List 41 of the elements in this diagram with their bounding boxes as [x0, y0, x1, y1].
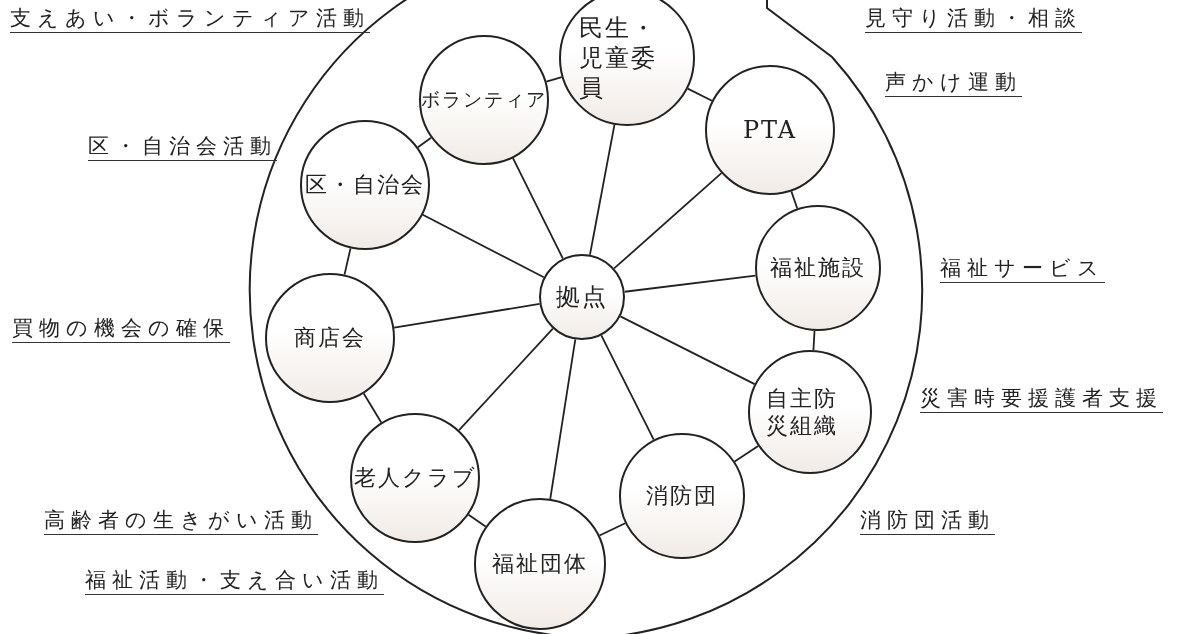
node-label: 福祉施設: [770, 254, 866, 282]
activity-label: 区・自治会活動: [88, 134, 277, 162]
node-label: 消防団: [646, 482, 718, 510]
spoke-line: [623, 274, 757, 293]
ring-line: [790, 190, 799, 210]
node-label: 区・自治会: [305, 171, 425, 199]
activity-label: 声かけ運動: [885, 70, 1022, 98]
activity-label: 福祉サービス: [940, 256, 1105, 284]
spoke-line: [619, 315, 756, 385]
activity-label: 見守り活動・相談: [865, 6, 1082, 34]
node-label: 福祉団体: [492, 550, 588, 578]
ring-line: [733, 445, 760, 463]
ring-line: [467, 513, 487, 528]
ring-line: [686, 87, 713, 102]
ring-line: [812, 330, 816, 351]
node-label: 民生・児童委員: [579, 13, 658, 103]
activity-label: 買物の機会の確保: [12, 316, 230, 344]
spoke-line: [512, 157, 564, 260]
node-label: PTA: [742, 115, 798, 145]
node-label: 自主防災組織: [766, 384, 839, 440]
node-label: 老人クラブ: [353, 464, 477, 492]
ring-line: [343, 247, 352, 276]
node-label: ボランティア: [421, 88, 547, 112]
spoke-line: [589, 123, 616, 256]
activity-label: 災害時要援護者支援: [920, 386, 1163, 414]
spoke-line: [600, 334, 655, 441]
activity-label: 高齢者の生きがい活動: [44, 508, 318, 536]
ring-line: [362, 392, 383, 424]
hub-circle: [539, 254, 625, 340]
activity-label: 消防団活動: [860, 508, 995, 536]
spoke-line: [549, 338, 577, 500]
activity-label: 福祉活動・支え合い活動: [85, 568, 384, 596]
ring-line: [598, 522, 627, 537]
ring-line: [545, 76, 563, 83]
activity-label: 支えあい・ボランティア活動: [10, 6, 370, 34]
node-label: 商店会: [294, 324, 366, 352]
spoke-line: [458, 327, 554, 432]
node-label: 拠点: [556, 282, 608, 312]
spoke-line: [421, 213, 545, 279]
spoke-line: [393, 303, 541, 329]
spoke-line: [613, 172, 723, 270]
